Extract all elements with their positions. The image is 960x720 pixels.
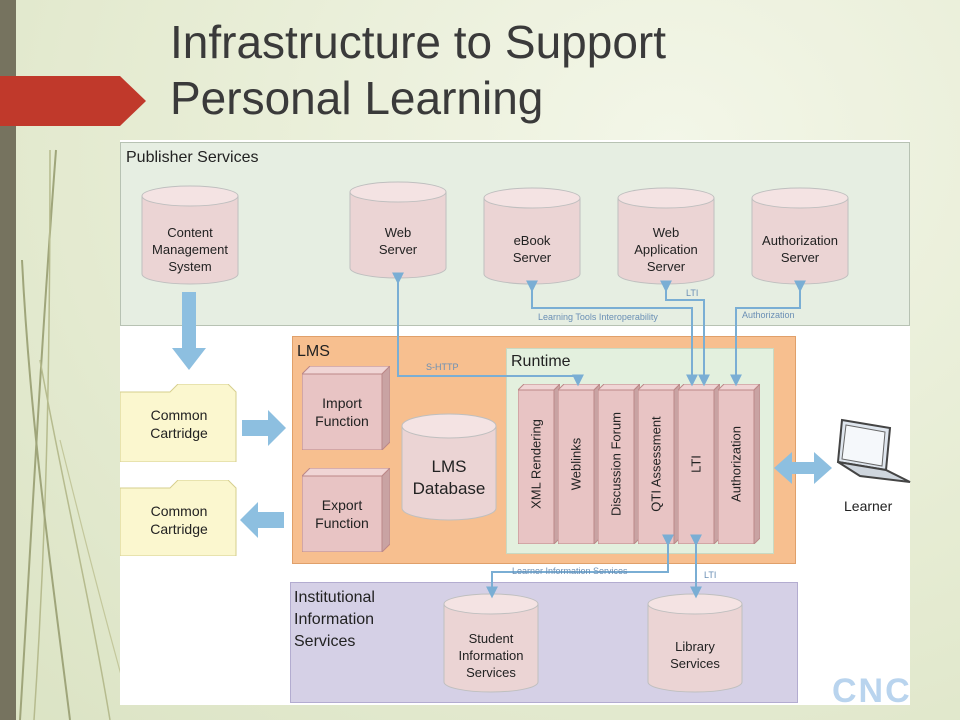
export-fn-line-1: Export [321, 497, 363, 513]
learner-arrow [774, 452, 832, 484]
web-server-line-2: Server [378, 242, 418, 257]
institutional-label-line-3: Services [294, 633, 356, 650]
cms-line-2: Management [152, 242, 228, 257]
student-line-3: Services [466, 665, 516, 680]
ebook-server: eBook Server [482, 186, 582, 286]
web-application-server: Web Application Server [616, 186, 716, 286]
ebook-line-1: eBook [513, 233, 551, 248]
institutional-label-line-2: Information [294, 611, 375, 628]
label-lti-bottom: LTI [704, 570, 717, 580]
lms-db-line-2: Database [412, 479, 486, 498]
export-function-box: Export Function [302, 468, 390, 552]
import-fn-line-2: Function [315, 413, 369, 429]
cartridge-export-line-1: Common [150, 503, 208, 519]
library-line-2: Services [670, 656, 720, 671]
lms-database: LMS Database [400, 412, 498, 522]
library-services: Library Services [646, 592, 744, 694]
institutional-label: Institutional Information Services [294, 587, 375, 653]
title-arrow-shape [0, 76, 146, 126]
cms-line-1: Content [167, 225, 213, 240]
library-line-1: Library [675, 639, 715, 654]
cartridge-import-line-2: Cartridge [150, 425, 208, 441]
export-arrow [240, 502, 284, 538]
learner-label: Learner [844, 498, 893, 514]
runtime-module-qti-assessment: QTI Assessment [638, 384, 680, 544]
student-line-1: Student [468, 631, 514, 646]
webapp-line-1: Web [652, 225, 680, 240]
web-server: Web Server [348, 180, 448, 280]
web-server-line-1: Web [384, 225, 412, 240]
cms-server: Content Management System [140, 184, 240, 286]
shttp-connector [392, 272, 584, 387]
import-arrow [242, 410, 286, 446]
auth-server-line-2: Server [780, 250, 820, 265]
import-function-box: Import Function [302, 366, 390, 450]
cms-down-arrow [172, 292, 206, 370]
label-learning-tools-interoperability: Learning Tools Interoperability [538, 312, 658, 322]
title-line-2: Personal Learning [170, 72, 544, 124]
student-line-2: Information [458, 648, 524, 663]
laptop-icon [836, 418, 911, 483]
cms-line-3: System [168, 259, 212, 274]
common-cartridge-import: Common Cartridge [120, 384, 238, 462]
authorization-connector [730, 280, 806, 387]
webapp-line-3: Server [646, 259, 686, 274]
publisher-services-label: Publisher Services [126, 149, 259, 166]
auth-server-line-1: Authorization [762, 233, 838, 248]
lti-tools-connector [526, 280, 698, 387]
label-learner-information-services: Learner Information Services [512, 566, 628, 576]
decorative-lines [19, 149, 129, 720]
export-fn-line-2: Function [315, 515, 369, 531]
authorization-server: Authorization Server [750, 186, 850, 286]
label-lti-top: LTI [686, 288, 699, 298]
connector-layer [172, 272, 911, 599]
architecture-diagram: Publisher Services Content Management Sy… [120, 140, 911, 705]
title-line-1: Infrastructure to Support [170, 16, 667, 68]
label-authorization-connector: Authorization [742, 310, 795, 320]
label-shttp: S-HTTP [426, 362, 459, 372]
common-cartridge-export: Common Cartridge [120, 480, 238, 556]
runtime-module-weblinks: Weblinks [558, 384, 600, 544]
ebook-line-2: Server [512, 250, 552, 265]
slide-title: Infrastructure to Support Personal Learn… [170, 14, 910, 126]
webapp-line-2: Application [634, 242, 698, 257]
lti-webapp-connector [660, 280, 710, 387]
learner-info-connector [486, 534, 674, 599]
lms-db-line-1: LMS [431, 457, 467, 476]
student-information-services: Student Information Services [442, 592, 540, 694]
import-fn-line-1: Import [322, 395, 362, 411]
slide-left-bar [0, 0, 16, 720]
cartridge-export-line-2: Cartridge [150, 521, 208, 537]
lms-label: LMS [297, 343, 330, 360]
cartridge-import-line-1: Common [150, 407, 208, 423]
institutional-label-line-1: Institutional [294, 589, 375, 606]
organization-logo: CNC [832, 672, 912, 710]
